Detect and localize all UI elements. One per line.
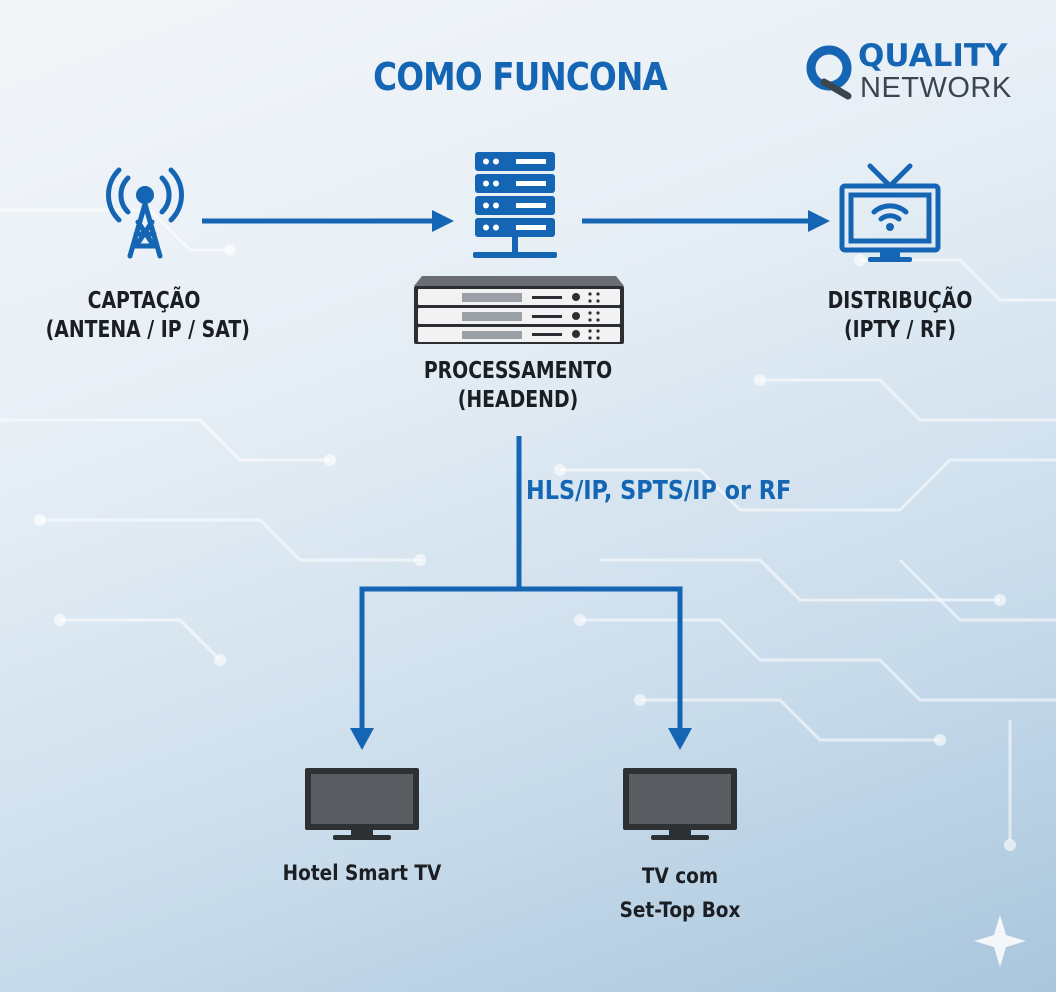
quality-network-logo-icon bbox=[806, 45, 852, 100]
output-tv-set-top-box-line2: Set-Top Box bbox=[619, 897, 741, 922]
processing-label: PROCESSAMENTO (HEADEND) bbox=[420, 357, 617, 415]
sparkle-icon bbox=[974, 915, 1026, 967]
arrow-processing-to-distribution bbox=[582, 210, 830, 232]
output-tv-set-top-box-label: TV com Set-Top Box bbox=[581, 860, 778, 927]
distribution-label-line2: (IPTY / RF) bbox=[843, 316, 957, 343]
processing-label-line1: PROCESSAMENTO bbox=[423, 358, 613, 384]
arrow-down-left bbox=[350, 728, 374, 750]
server-rack-icon bbox=[473, 152, 557, 258]
protocol-label: HLS/IP, SPTS/IP or RF bbox=[526, 476, 792, 506]
capture-label-line1: CAPTAÇÃO bbox=[87, 288, 201, 314]
arrow-capture-to-processing bbox=[202, 210, 454, 232]
wifi-tv-icon bbox=[839, 163, 941, 262]
output-hotel-smart-tv-label: Hotel Smart TV bbox=[263, 860, 460, 886]
antenna-tower-icon bbox=[106, 167, 184, 259]
processing-label-line2: (HEADEND) bbox=[457, 386, 579, 413]
logo-quality-text: QUALITY bbox=[858, 38, 1008, 74]
headend-hardware-icon bbox=[414, 276, 624, 344]
output-hotel-smart-tv-line1: Hotel Smart TV bbox=[282, 861, 442, 885]
capture-label: CAPTAÇÃO (ANTENA / IP / SAT) bbox=[45, 287, 250, 345]
distribution-label: DISTRIBUÇÃO (IPTY / RF) bbox=[810, 287, 990, 345]
distribution-tree-connector bbox=[350, 436, 692, 750]
output-tv-set-top-box-line1: TV com bbox=[641, 864, 719, 888]
capture-label-line2: (ANTENA / IP / SAT) bbox=[45, 316, 250, 343]
arrow-down-right bbox=[668, 728, 692, 750]
distribution-label-line1: DISTRIBUÇÃO bbox=[827, 288, 973, 314]
tv-monitor-icon bbox=[623, 768, 737, 840]
logo-network-text: NETWORK bbox=[860, 72, 1012, 104]
page-title: COMO FUNCONA bbox=[373, 55, 668, 99]
tv-monitor-icon bbox=[305, 768, 419, 840]
